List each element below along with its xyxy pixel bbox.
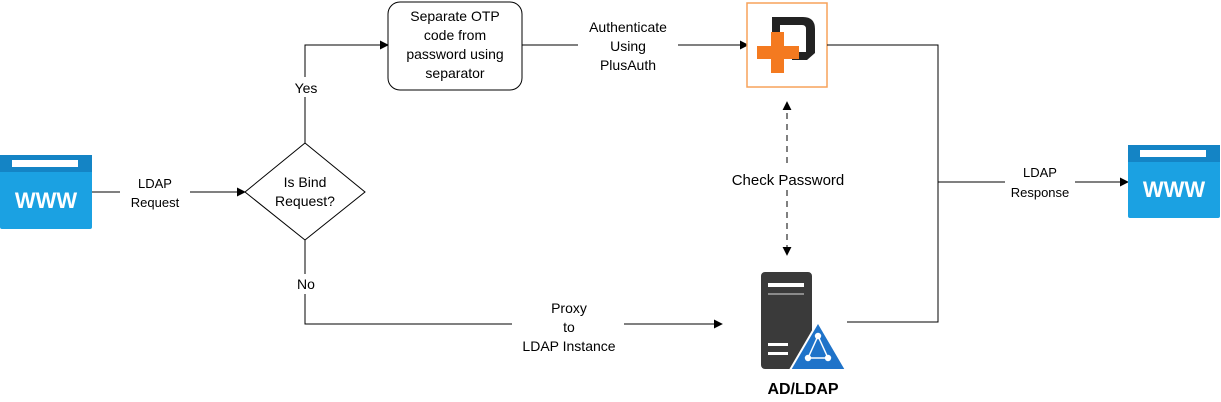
ad-ldap-server-icon [761,272,848,371]
edge-no-label: No [297,276,315,292]
decision-label-2: Request? [275,193,335,209]
edge-ldap-response-label-2: Response [1011,185,1070,200]
web-client-right: WWW [1128,145,1220,218]
edge-authenticate-label-3: PlusAuth [600,57,656,73]
otp-box-label-3: password using [406,46,503,62]
decision-diamond: Is Bind Request? [244,142,366,241]
ad-ldap-label: AD/LDAP [767,381,838,398]
edge-plusauth-return [827,44,939,323]
plusauth-logo-icon [746,2,828,88]
edge-proxy-label-2: to [563,319,575,335]
otp-box-label-1: Separate OTP [410,8,500,24]
edge-authenticate-label-2: Using [610,38,646,54]
decision-label-1: Is Bind [284,174,327,190]
web-client-right-text: WWW [1143,177,1206,202]
edge-proxy-label-3: LDAP Instance [522,338,615,354]
edge-ldap-request-label-2: Request [131,195,180,210]
edge-ldap-request-label-1: LDAP [138,176,172,191]
edge-ldap-response-label-1: LDAP [1023,165,1057,180]
edge-yes [304,40,389,143]
edge-yes-label: Yes [295,80,318,96]
otp-box-label-2: code from [424,27,486,43]
edge-authenticate-label-1: Authenticate [589,19,667,35]
otp-box-label-4: separator [425,65,484,81]
web-client-left: WWW [0,155,92,229]
web-client-left-text: WWW [15,188,78,213]
edge-check-password-label: Check Password [732,172,845,189]
edge-proxy-label-1: Proxy [551,300,587,316]
otp-separation-box: Separate OTP code from password using se… [387,1,523,91]
